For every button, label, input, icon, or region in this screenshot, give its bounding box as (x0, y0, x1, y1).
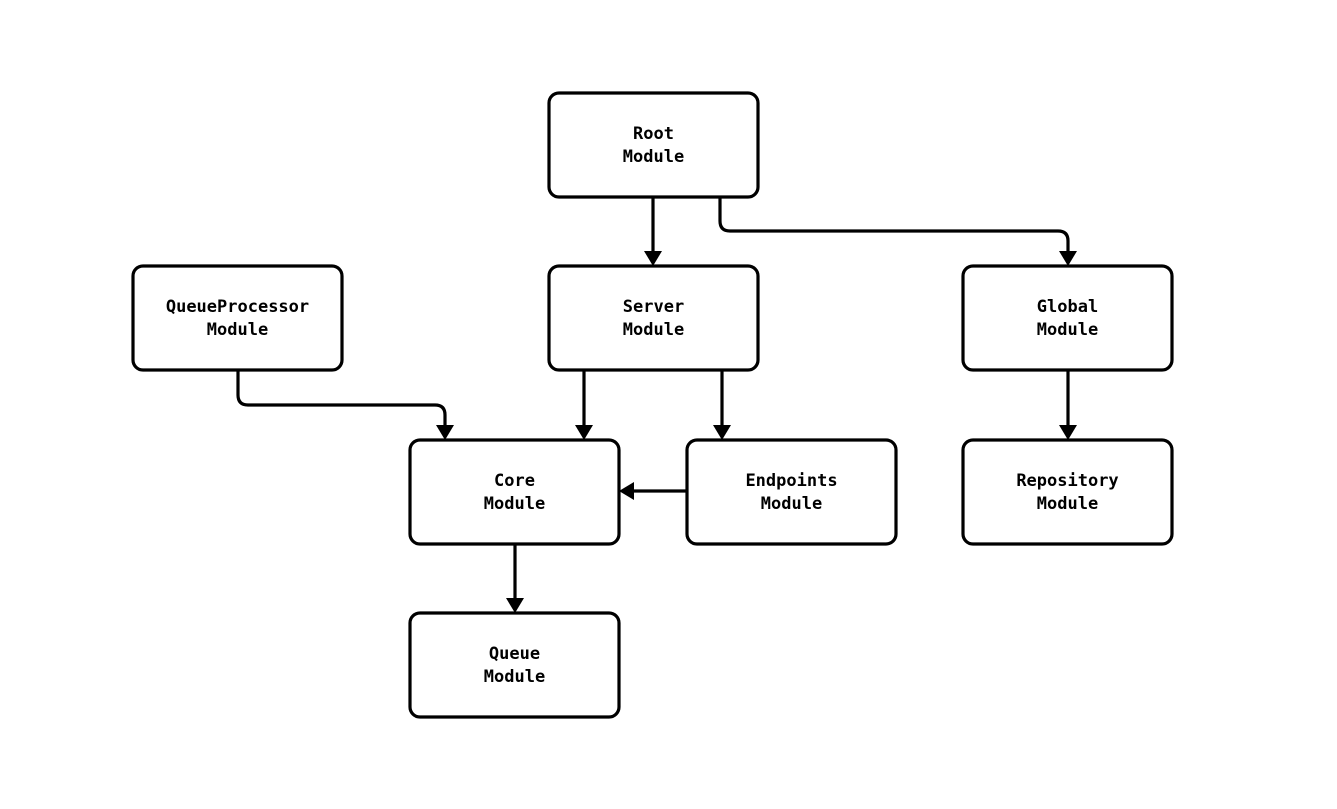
repository-module-node-label-line2: Module (1037, 494, 1098, 514)
queue-module-node-label-line1: Queue (489, 644, 540, 664)
edge-server-to-core-arrowhead-icon (575, 425, 593, 440)
queue-module-node-box[interactable] (408, 611, 621, 719)
edge-global-to-repository (1059, 370, 1077, 440)
nodes-layer: RootModuleQueueProcessorModuleServerModu… (131, 91, 1174, 719)
queueprocessor-module-node-label-line1: QueueProcessor (166, 297, 309, 317)
server-module-node-box[interactable] (547, 264, 760, 372)
root-module-node-label-line2: Module (623, 147, 684, 167)
global-module-node-label-line2: Module (1037, 320, 1098, 340)
edge-queueprocessor-to-core-arrowhead-icon (436, 425, 454, 440)
edge-global-to-repository-arrowhead-icon (1059, 425, 1077, 440)
edge-core-to-queue-arrowhead-icon (506, 598, 524, 613)
edge-root-to-global-line (718, 197, 1070, 252)
edge-root-to-global (718, 197, 1077, 266)
queueprocessor-module-node-label-line2: Module (207, 320, 268, 340)
edge-server-to-endpoints-arrowhead-icon (713, 425, 731, 440)
edge-endpoints-to-core (619, 482, 687, 500)
edge-server-to-endpoints (713, 370, 731, 440)
global-module-node-label-line1: Global (1037, 297, 1098, 317)
edge-endpoints-to-core-arrowhead-icon (619, 482, 634, 500)
root-module-node-label-line1: Root (633, 124, 674, 144)
endpoints-module-node-box[interactable] (685, 438, 898, 546)
edge-root-to-server-arrowhead-icon (644, 251, 662, 266)
edges-layer (236, 197, 1077, 613)
server-module-node-label-line2: Module (623, 320, 684, 340)
edge-queueprocessor-to-core-line (236, 370, 447, 426)
repository-module-node-box[interactable] (961, 438, 1174, 546)
edge-server-to-core (575, 370, 593, 440)
global-module-node-box[interactable] (961, 264, 1174, 372)
endpoints-module-node-label-line1: Endpoints (745, 471, 837, 491)
edge-queueprocessor-to-core (236, 370, 454, 440)
repository-module-node-label-line1: Repository (1016, 471, 1118, 491)
edge-root-to-global-arrowhead-icon (1059, 251, 1077, 266)
endpoints-module-node-label-line2: Module (761, 494, 822, 514)
edge-root-to-server (644, 197, 662, 266)
server-module-node-label-line1: Server (623, 297, 684, 317)
core-module-node-label-line2: Module (484, 494, 545, 514)
queue-module-node-label-line2: Module (484, 667, 545, 687)
queueprocessor-module-node-box[interactable] (131, 264, 344, 372)
edge-core-to-queue (506, 544, 524, 613)
core-module-node-box[interactable] (408, 438, 621, 546)
core-module-node-label-line1: Core (494, 471, 535, 491)
root-module-node-box[interactable] (547, 91, 760, 199)
